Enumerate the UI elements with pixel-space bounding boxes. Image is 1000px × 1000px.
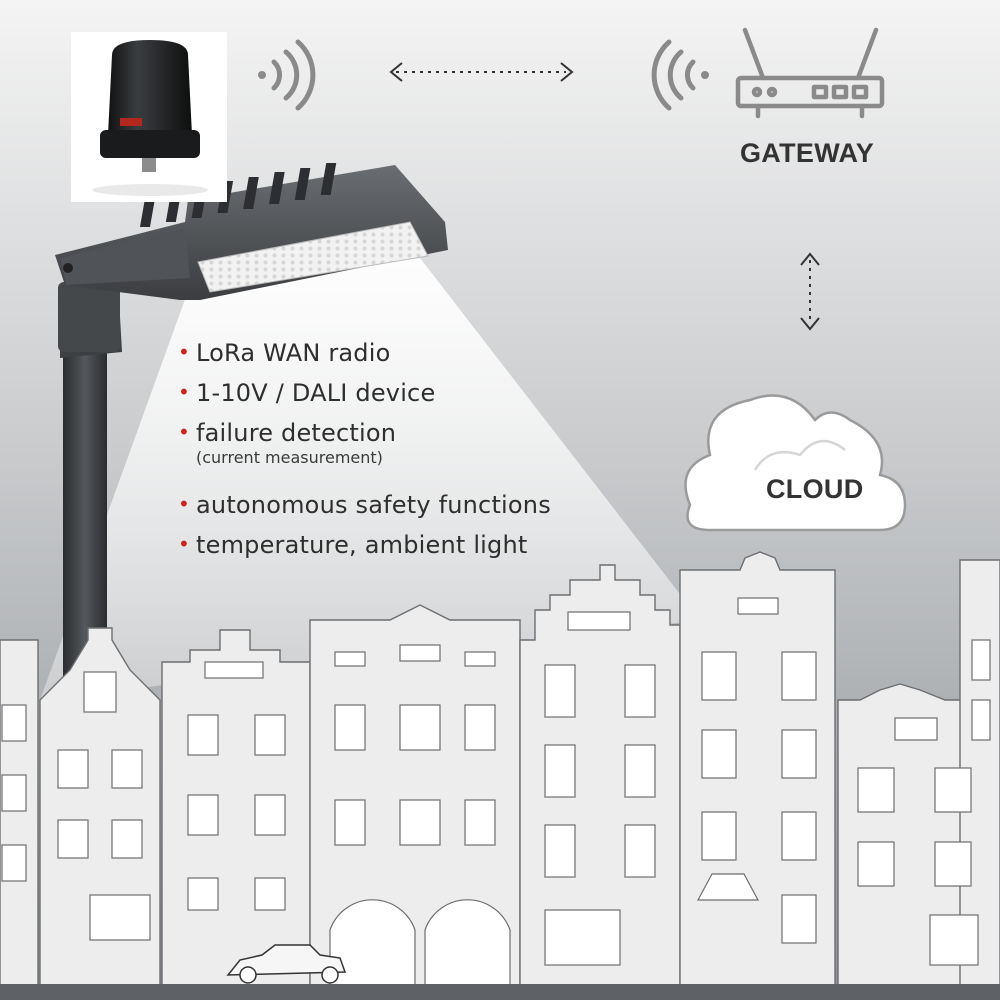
feature-text: LoRa WAN radio bbox=[196, 339, 391, 367]
bullet-icon: • bbox=[178, 532, 190, 556]
building-windows bbox=[1, 597, 991, 986]
feature-item: •failure detection bbox=[178, 418, 598, 448]
street bbox=[0, 984, 1000, 1000]
feature-list: •LoRa WAN radio •1-10V / DALI device •fa… bbox=[178, 338, 598, 570]
feature-item: •LoRa WAN radio bbox=[178, 338, 598, 378]
feature-note: (current measurement) bbox=[178, 448, 598, 490]
feature-item: •1-10V / DALI device bbox=[178, 378, 598, 418]
light-beam bbox=[40, 258, 700, 700]
gateway-label: GATEWAY bbox=[740, 138, 875, 168]
bullet-icon: • bbox=[178, 380, 190, 404]
feature-text: failure detection bbox=[196, 419, 397, 447]
wifi-in-icon bbox=[651, 39, 709, 111]
bullet-icon: • bbox=[178, 420, 190, 444]
wifi-out-icon bbox=[258, 39, 316, 111]
vertical-arrow-icon bbox=[800, 252, 820, 331]
feature-text: 1-10V / DALI device bbox=[196, 379, 436, 407]
bidirectional-arrow-icon bbox=[389, 62, 574, 82]
bullet-icon: • bbox=[178, 340, 190, 364]
feature-item: •autonomous safety functions bbox=[178, 490, 598, 530]
cloud-label: CLOUD bbox=[766, 474, 864, 504]
vintage-car bbox=[226, 944, 347, 984]
feature-text: autonomous safety functions bbox=[196, 491, 551, 519]
cloud-icon bbox=[684, 394, 907, 532]
feature-text: temperature, ambient light bbox=[196, 531, 528, 559]
bullet-icon: • bbox=[178, 492, 190, 516]
router-icon bbox=[735, 27, 885, 119]
feature-item: •temperature, ambient light bbox=[178, 530, 598, 570]
feature-note-text: (current measurement) bbox=[196, 448, 383, 467]
photocell-sensor bbox=[92, 40, 208, 196]
